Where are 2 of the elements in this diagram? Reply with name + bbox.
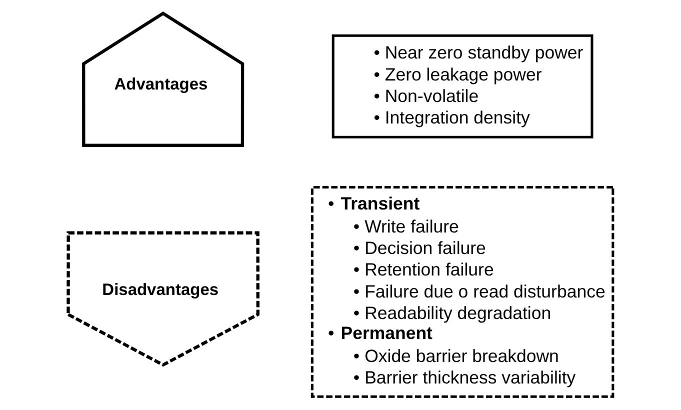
node-box: • Transient • Write failure • Decision failure • Retention failure • Failure due o read disturbance • Readability degradation • Permanent • Oxide barrier breakdown • Barrier thickness variability bbox=[310, 186, 614, 398]
node-box: • Near zero standby power • Zero leakage power • Non-volatile • Integration density bbox=[332, 34, 594, 138]
